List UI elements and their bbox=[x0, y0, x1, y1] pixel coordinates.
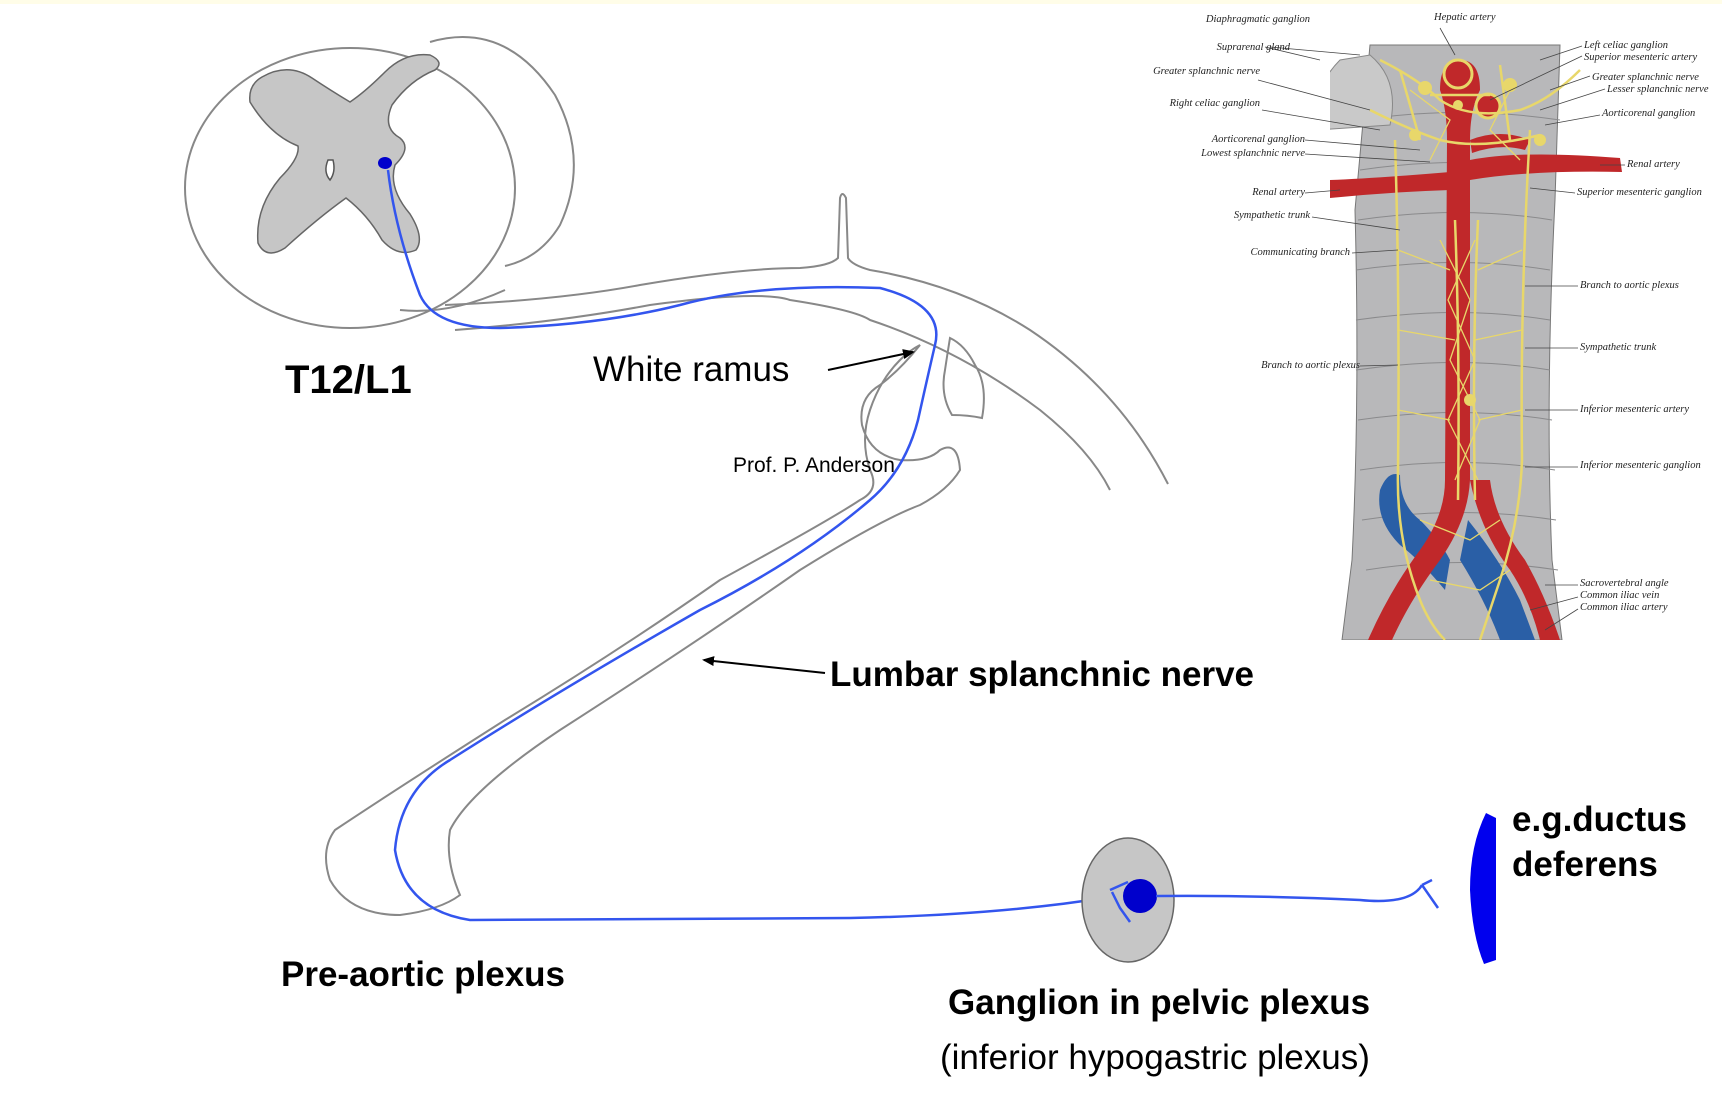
ana-renal-artery-right: Renal artery bbox=[1627, 159, 1680, 170]
ana-common-iliac-artery: Common iliac artery bbox=[1580, 602, 1668, 613]
target-organ-label-line1: e.g.ductus bbox=[1512, 800, 1688, 839]
postganglionic-cell-body bbox=[1123, 879, 1157, 913]
ana-greater-splanchnic-nerve-right: Greater splanchnic nerve bbox=[1592, 72, 1699, 83]
ana-sympathetic-trunk-right: Sympathetic trunk bbox=[1580, 342, 1657, 353]
ana-renal-artery-left: Renal artery bbox=[1252, 187, 1305, 198]
spinal-nerve-outline bbox=[325, 193, 1169, 917]
ana-aorticorenal-ganglion-left: Aorticorenal ganglion bbox=[1211, 134, 1305, 145]
lumbar-splanchnic-arrow bbox=[702, 656, 826, 674]
ana-inferior-mesenteric-ganglion: Inferior mesenteric ganglion bbox=[1580, 460, 1701, 471]
target-organ-label-line2: deferens bbox=[1512, 845, 1658, 884]
postganglionic-axon bbox=[1155, 884, 1424, 903]
anatomical-illustration bbox=[1257, 27, 1690, 640]
ana-lowest-splanchnic-nerve: Lowest splanchnic nerve bbox=[1201, 148, 1305, 159]
ana-diaphragmatic-ganglion: Diaphragmatic ganglion bbox=[1205, 14, 1310, 25]
ana-branch-to-aortic-plexus-right: Branch to aortic plexus bbox=[1580, 280, 1679, 291]
preaortic-plexus-label: Pre-aortic plexus bbox=[281, 955, 565, 994]
top-border bbox=[0, 0, 1722, 4]
target-organ bbox=[1470, 813, 1496, 964]
preganglionic-axon bbox=[386, 169, 1111, 922]
credit-label: Prof. P. Anderson bbox=[733, 454, 895, 477]
nerve-terminal bbox=[1420, 878, 1440, 909]
pelvic-ganglion-sublabel: (inferior hypogastric plexus) bbox=[940, 1038, 1370, 1077]
ana-sympathetic-trunk-left: Sympathetic trunk bbox=[1233, 210, 1310, 221]
ana-branch-to-aortic-plexus-left: Branch to aortic plexus bbox=[1261, 360, 1360, 371]
ana-lesser-splanchnic-nerve: Lesser splanchnic nerve bbox=[1607, 84, 1709, 95]
white-ramus-label: White ramus bbox=[593, 350, 790, 389]
white-ramus-arrow bbox=[827, 349, 915, 371]
ana-communicating-branch: Communicating branch bbox=[1250, 247, 1350, 258]
ana-inferior-mesenteric-artery: Inferior mesenteric artery bbox=[1580, 404, 1690, 415]
ana-hepatic-artery: Hepatic artery bbox=[1434, 12, 1496, 23]
lumbar-splanchnic-label: Lumbar splanchnic nerve bbox=[830, 655, 1255, 694]
grey-matter bbox=[249, 53, 440, 254]
ana-superior-mesenteric-ganglion: Superior mesenteric ganglion bbox=[1577, 187, 1702, 198]
neuron-pathway bbox=[378, 157, 1496, 964]
pelvic-ganglion-label: Ganglion in pelvic plexus bbox=[948, 983, 1371, 1022]
ana-aorticorenal-ganglion-right: Aorticorenal ganglion bbox=[1602, 108, 1696, 119]
ana-common-iliac-vein: Common iliac vein bbox=[1580, 590, 1660, 601]
ana-greater-splanchnic-nerve: Greater splanchnic nerve bbox=[1153, 66, 1260, 77]
central-canal bbox=[325, 159, 335, 182]
spinal-level-label: T12/L1 bbox=[285, 358, 412, 402]
preganglionic-cell-body bbox=[378, 157, 392, 169]
ana-suprarenal-gland: Suprarenal gland bbox=[1216, 42, 1290, 53]
ana-superior-mesenteric-artery: Superior mesenteric artery bbox=[1584, 52, 1698, 63]
ana-left-celiac-ganglion: Left celiac ganglion bbox=[1584, 40, 1668, 51]
ana-right-celiac-ganglion: Right celiac ganglion bbox=[1169, 98, 1260, 109]
ana-sacrovertebral-angle: Sacrovertebral angle bbox=[1580, 578, 1669, 589]
